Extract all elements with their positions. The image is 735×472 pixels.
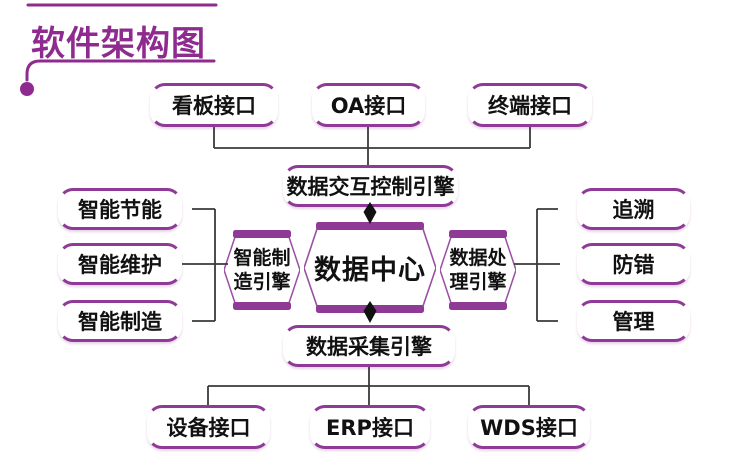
node-label: 智能节能 (78, 198, 162, 222)
node-label-line1: 智能制 (233, 247, 291, 269)
node-label: 追溯 (612, 198, 655, 222)
node-label: 智能制造 (78, 310, 162, 334)
node-label: WDS接口 (480, 416, 578, 440)
node-label-line2: 理引擎 (449, 271, 507, 293)
node-wds-interface: WDS接口 (468, 405, 590, 449)
right-bracket-connector (514, 208, 560, 322)
node-label: OA接口 (330, 94, 407, 118)
hexagon-shape (224, 230, 300, 310)
node-traceability: 追溯 (577, 188, 690, 230)
top-bus-connector (213, 127, 531, 165)
node-data-interaction-control-engine: 数据交互控制引擎 (283, 165, 458, 207)
node-label: 智能制 造引擎 (224, 230, 300, 310)
hexagon-shape (304, 222, 436, 313)
node-smart-maintenance: 智能维护 (58, 243, 182, 285)
node-label: 看板接口 (172, 94, 256, 118)
node-label: 设备接口 (166, 416, 251, 440)
node-erp-interface: ERP接口 (310, 405, 430, 449)
node-device-interface: 设备接口 (147, 405, 270, 449)
node-label-line1: 数据处 (449, 247, 507, 269)
hexagon-shape (440, 230, 516, 310)
node-data-center: 数据中心 (304, 221, 436, 314)
node-label: 管理 (612, 310, 655, 334)
node-data-processing-engine: 数据处 理引擎 (440, 230, 516, 310)
node-label: 智能维护 (78, 253, 162, 277)
node-label: 终端接口 (488, 94, 572, 118)
node-data-collection-engine: 数据采集引擎 (283, 325, 455, 367)
node-label: 防错 (612, 253, 655, 277)
node-smart-manufacturing: 智能制造 (58, 300, 182, 342)
node-label: 数据处 理引擎 (440, 230, 516, 310)
node-smart-manufacturing-engine: 智能制 造引擎 (224, 230, 300, 310)
node-label: 数据采集引擎 (306, 335, 432, 359)
node-terminal-interface: 终端接口 (468, 83, 592, 127)
page-title: 软件架构图 (31, 24, 206, 64)
flourish-dot-icon (20, 82, 34, 96)
node-kanban-interface: 看板接口 (150, 83, 278, 127)
node-oa-interface: OA接口 (312, 83, 425, 127)
bottom-bus-connector (207, 367, 530, 405)
node-label: 数据交互控制引擎 (286, 175, 455, 199)
left-bracket-connector (182, 208, 228, 322)
node-label: ERP接口 (326, 416, 414, 440)
node-management: 管理 (577, 300, 690, 342)
node-error-proofing: 防错 (577, 243, 690, 285)
node-smart-energy-saving: 智能节能 (58, 188, 182, 230)
node-label-line2: 造引擎 (233, 271, 291, 293)
node-label: 数据中心 (314, 255, 426, 286)
